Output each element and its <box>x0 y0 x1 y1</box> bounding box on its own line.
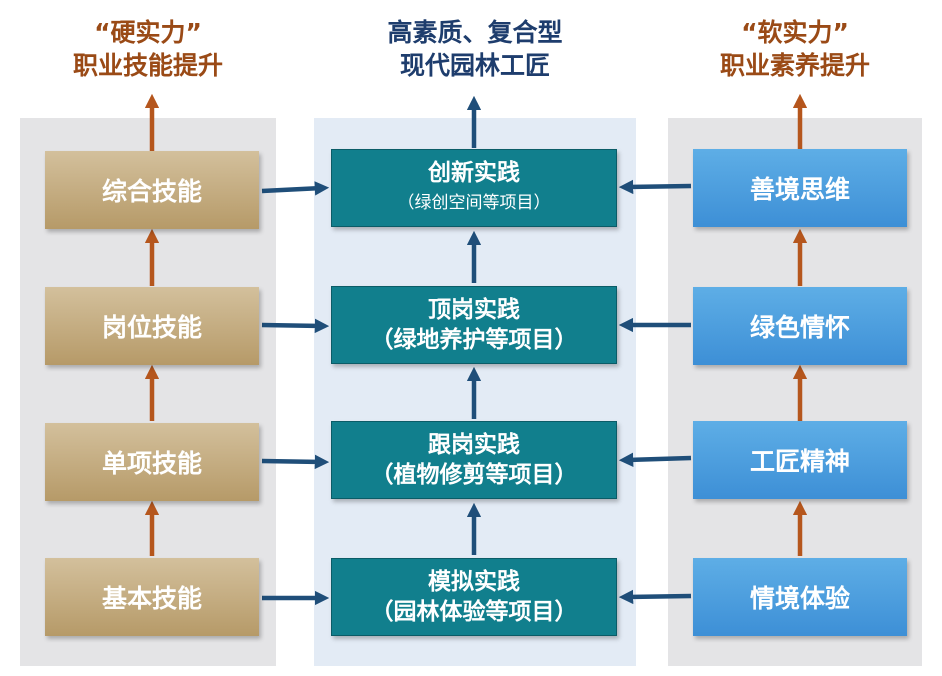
heading-mid-line2: 现代园林工匠 <box>399 51 550 80</box>
right-box-situational-experience: 情境体验 <box>693 558 907 636</box>
left-box-post-skills: 岗位技能 <box>45 287 259 365</box>
mid-box-post-practice: 顶岗实践 （绿地养护等项目） <box>331 286 617 364</box>
left-box-comprehensive-skills: 综合技能 <box>45 151 259 229</box>
mid-box-title: 顶岗实践 <box>428 297 520 323</box>
heading-hard-skills: “硬实力” 职业技能提升 <box>20 16 276 82</box>
arrow-left-2-to-mid-2 <box>261 318 330 334</box>
mid-box-title: 模拟实践 <box>428 569 520 595</box>
right-box-good-mindset: 善境思维 <box>693 149 907 227</box>
heading-right-line1: “软实力” <box>741 18 849 47</box>
mid-box-subtitle: （绿地养护等项目） <box>370 327 578 353</box>
right-box-label: 工匠精神 <box>749 447 850 476</box>
mid-box-subtitle: （植物修剪等项目） <box>370 462 578 488</box>
left-box-label: 综合技能 <box>101 177 202 206</box>
left-box-single-skills: 单项技能 <box>45 423 259 501</box>
mid-box-subtitle: （园林体验等项目） <box>370 599 578 625</box>
mid-box-simulation-practice: 模拟实践 （园林体验等项目） <box>331 558 617 636</box>
right-box-label: 情境体验 <box>749 584 850 613</box>
right-box-label: 善境思维 <box>749 175 850 204</box>
arrow-left-3-to-mid-3 <box>261 454 330 470</box>
arrow-left-1-to-mid-1 <box>261 181 330 196</box>
arrow-right-1-to-mid-1 <box>618 179 692 195</box>
heading-left-line1: “硬实力” <box>94 18 202 47</box>
mid-box-title: 跟岗实践 <box>428 432 520 458</box>
heading-mid-line1: 高素质、复合型 <box>387 18 563 47</box>
arrow-right-4-to-mid-4 <box>618 589 692 605</box>
mid-box-title: 创新实践 <box>428 160 520 186</box>
right-box-green-sentiment: 绿色情怀 <box>693 287 907 365</box>
right-box-craftsman-spirit: 工匠精神 <box>693 421 907 499</box>
left-box-label: 岗位技能 <box>101 313 202 342</box>
mid-box-shadow-practice: 跟岗实践 （植物修剪等项目） <box>331 421 617 499</box>
heading-left-line2: 职业技能提升 <box>72 51 223 80</box>
left-box-label: 基本技能 <box>101 584 202 613</box>
heading-soft-skills: “软实力” 职业素养提升 <box>668 16 922 82</box>
arrow-right-3-to-mid-3 <box>618 452 692 467</box>
left-box-basic-skills: 基本技能 <box>45 558 259 636</box>
left-box-label: 单项技能 <box>101 449 202 478</box>
heading-right-line2: 职业素养提升 <box>719 51 870 80</box>
right-box-label: 绿色情怀 <box>749 313 850 342</box>
mid-box-innovation-practice: 创新实践 （绿创空间等项目） <box>331 149 617 227</box>
heading-goal: 高素质、复合型 现代园林工匠 <box>314 16 636 82</box>
mid-box-subtitle: （绿创空间等项目） <box>397 193 551 213</box>
